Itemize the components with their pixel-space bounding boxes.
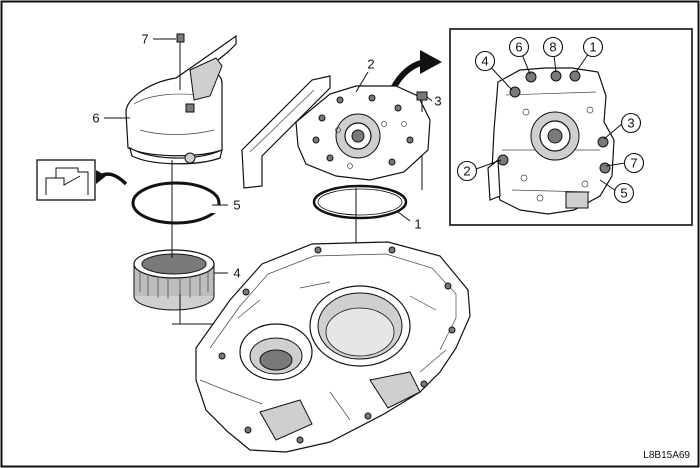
detail-callout-2: 2 [456,160,478,182]
part-1-seal-ring [312,184,408,220]
main-leaders [104,38,433,274]
part-7-bolts [176,33,196,164]
part-5-snap-ring [131,181,221,225]
small-inset-frame [36,159,96,201]
detail-callout-3-label: 3 [627,116,634,131]
detail-callout-1: 1 [582,36,604,58]
main-callouts: 7 6 2 3 5 1 4 [92,32,441,281]
main-callout-6: 6 [92,111,99,126]
part-6-cover [125,34,237,165]
part-4-drum [133,249,215,311]
detail-callout-6-label: 6 [515,40,522,55]
detail-callout-5: 5 [613,182,635,204]
main-callout-4: 4 [233,266,240,281]
detail-valve-body [487,67,615,215]
main-callout-3: 3 [434,94,441,109]
detail-callout-7: 7 [623,152,645,174]
part-2-valve-body [241,75,431,189]
transmission-case [195,241,471,453]
detail-callout-3: 3 [620,112,642,134]
main-callout-2: 2 [367,57,374,72]
detail-callout-6: 6 [508,36,530,58]
detail-callout-4-label: 4 [481,54,488,69]
detail-callout-4: 4 [474,50,496,72]
part-3-bolt [416,91,428,112]
main-callout-7: 7 [141,32,148,47]
detail-inset: 4 6 8 1 3 2 7 5 [449,28,693,226]
detail-callout-1-label: 1 [589,40,596,55]
detail-callout-8-label: 8 [549,40,556,55]
main-callout-1: 1 [414,217,421,232]
small-inset [36,159,128,201]
main-callout-5: 5 [233,198,240,213]
detail-callout-7-label: 7 [630,156,637,171]
detail-callout-5-label: 5 [620,186,627,201]
figure-code: L8B15A69 [643,450,690,461]
detail-callout-8: 8 [542,36,564,58]
detail-callout-2-label: 2 [463,164,470,179]
